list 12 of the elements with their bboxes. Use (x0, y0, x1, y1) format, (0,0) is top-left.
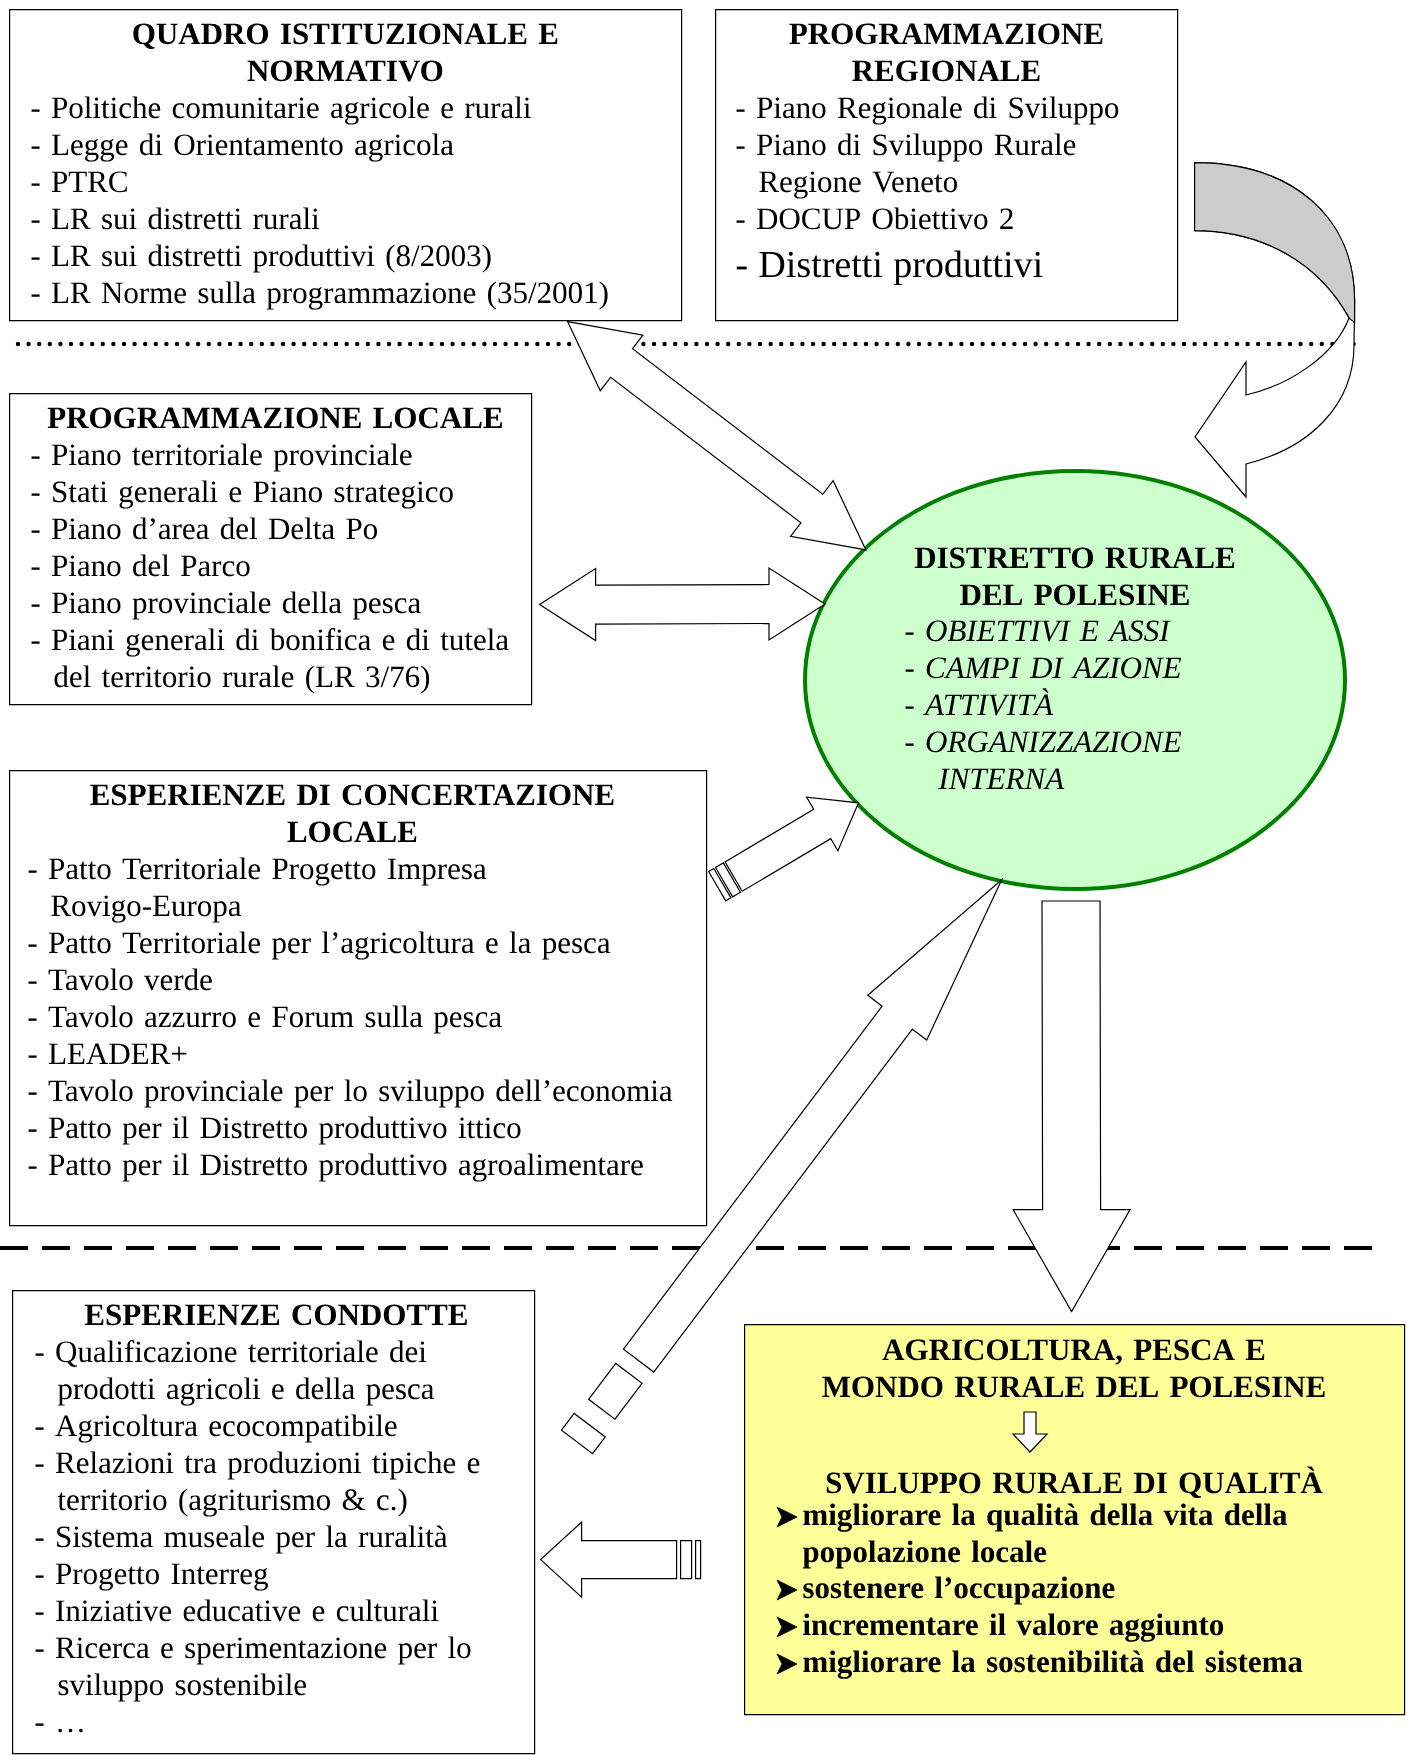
text-box: QUADRO ISTITUZIONALE E NORMATIVO - Politiche comunitarie agricole e rurali - Legge di Orientamento agricola - PTRC - LR sui distretti rurali - LR sui distretti produttivi (8/2003) - LR Norme sulla programmazione (35/2001) (9, 9, 683, 322)
text-box: ESPERIENZE DI CONCERTAZIONE LOCALE - Patto Territoriale Progetto Impresa Rovigo-Europa - Patto Territoriale per l’agricoltura e la pesca - Tavolo verde - Tavolo azzurro e Forum sulla pesca - LEADER+ - Tavolo provinciale per lo sviluppo dell’economia - Patto per il Distretto produttivo ittico - Patto per il Distretto produttivo agroalimentare (9, 770, 708, 1227)
block-arrow (622, 877, 1004, 1373)
text-box: PROGRAMMAZIONE REGIONALE - Piano Regionale di Sviluppo - Piano di Sviluppo Rurale Regione Veneto - DOCUP Obiettivo 2 - Distretti produttivi (715, 9, 1179, 322)
text-box: PROGRAMMAZIONE LOCALE - Piano territoriale provinciale - Stati generali e Piano strategico - Piano d’area del Delta Po - Piano del Parco - Piano provinciale della pesca - Piani generali di bonifica e di tutela del territorio rurale (LR 3/76) (9, 393, 533, 706)
block-arrow (566, 320, 867, 551)
text-box: ESPERIENZE CONDOTTE - Qualificazione territoriale dei prodotti agricoli e della pesca - Agricoltura ecocompatibile - Relazioni tra produzioni tipiche e territorio (agriturismo & c.) - Sistema museale per la ruralità - Progetto Interreg - Iniziative educative e culturali - Ricerca e sperimentazione per lo sviluppo sostenibile - … (12, 1290, 536, 1755)
text-box: AGRICOLTURA, PESCA E MONDO RURALE DEL POLESINE SVILUPPO RURALE DI QUALITÀ migliorare la qualità della vita della popolazione locale sostenere l’occupazione incrementare il valore aggiunto migliorare la sostenibilità del sistema (744, 1324, 1406, 1716)
block-arrow (1012, 900, 1132, 1313)
block-arrow (538, 566, 827, 642)
curved-arrow (1194, 162, 1356, 498)
block-arrow (539, 1520, 678, 1599)
